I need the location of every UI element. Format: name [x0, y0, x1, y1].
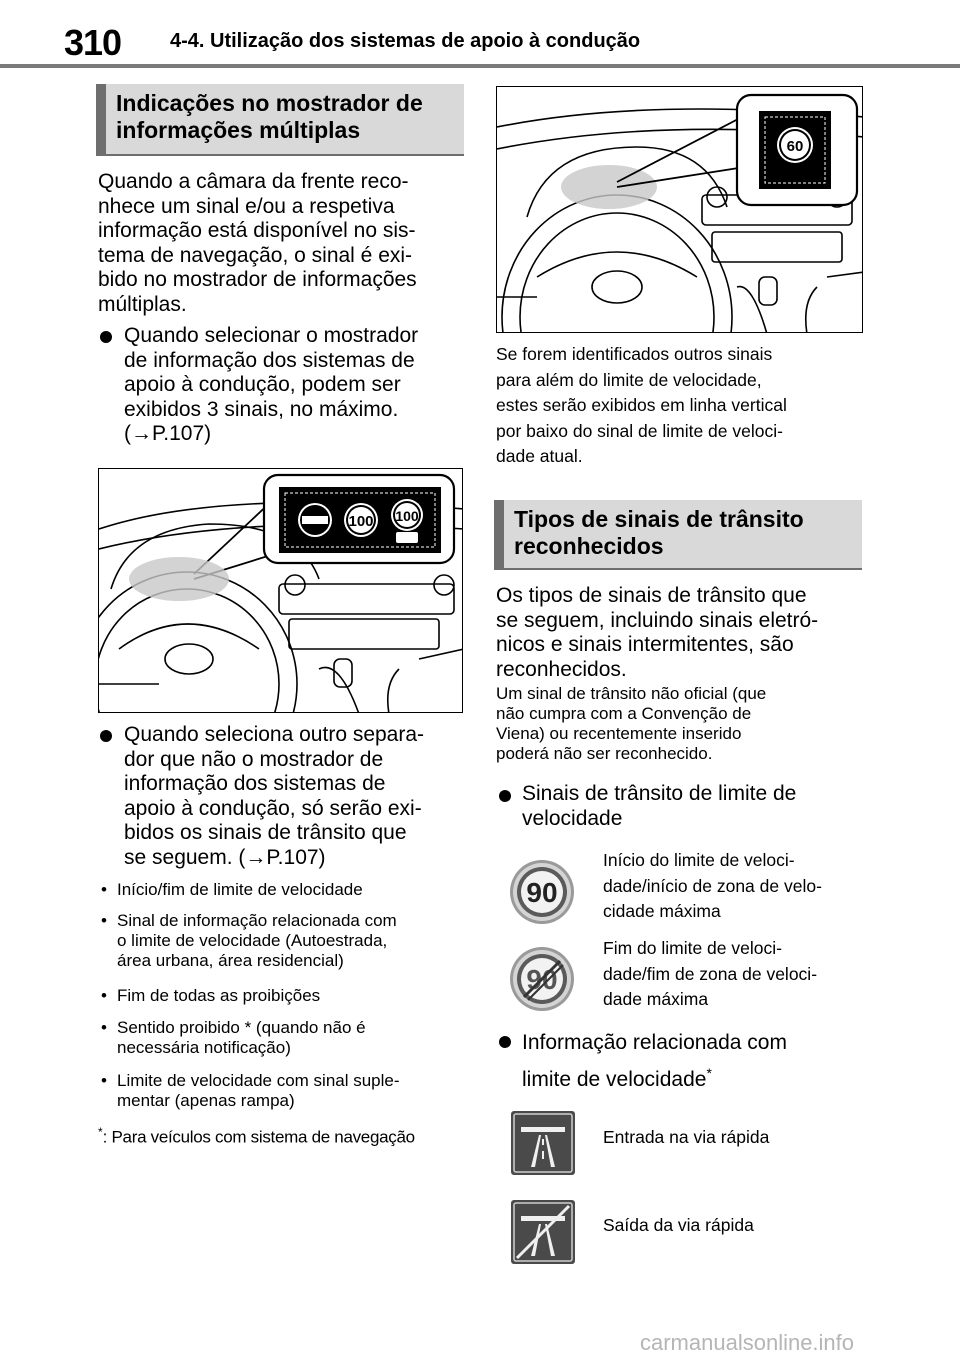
sub-bullet-item: Início/fim de limite de velocidade — [101, 880, 363, 900]
text-line: Fim do limite de veloci- — [603, 938, 782, 958]
text-line: poderá não ser reconhecido. — [496, 744, 713, 763]
sign-label: 100 — [395, 508, 419, 524]
dashboard-figure-single-sign: 60 — [496, 86, 863, 333]
intro-paragraph: Quando a câmara da frente reco- nhece um… — [98, 170, 468, 317]
text-line: dade máxima — [603, 989, 709, 1009]
sub-bullet-item: Sentido proibido * (quando não é necessá… — [101, 1018, 366, 1058]
text-line: Quando selecionar o mostrador — [124, 324, 419, 347]
bullet-paragraph: Informação relacionada com limite de vel… — [522, 1028, 862, 1095]
text-line: nhece um sinal e/ou a respetiva — [98, 194, 395, 218]
bullet-dot — [499, 790, 511, 802]
text-line: para além do limite de velocidade, — [496, 369, 762, 390]
text-line: estes serão exibidos em linha vertical — [496, 395, 787, 415]
text-line: por baixo do sinal de limite de veloci- — [496, 420, 783, 441]
text-line: limite de velocidade* — [522, 1058, 862, 1095]
sub-bullet-item: Limite de velocidade com sinal suple- me… — [101, 1071, 400, 1111]
section-title-line: Indicações no mostrador de — [116, 90, 423, 116]
text-line: múltiplas. — [98, 292, 187, 316]
section-title-box: Tipos de sinais de trânsito reconhecidos — [494, 500, 862, 570]
text-line: Início/fim de limite de velocidade — [117, 880, 363, 899]
bullet-dot — [100, 730, 112, 742]
text-line: Os tipos de sinais de trânsito que — [496, 584, 807, 607]
sign-label: 60 — [787, 138, 804, 155]
bullet-paragraph: Sinais de trânsito de limite de velocida… — [522, 782, 862, 831]
text-line: Se forem identificados outros sinais — [496, 344, 773, 364]
text-line: dade atual. — [496, 446, 583, 466]
text-line: Início do limite de veloci- — [603, 850, 795, 870]
bullet-paragraph: Quando seleciona outro separa- dor que n… — [124, 723, 469, 870]
end-speed-limit-sign-icon: 90 — [508, 945, 576, 1013]
sign-description: Fim do limite de veloci- dade/fim de zon… — [603, 936, 863, 1013]
text-line: tema de navegação, o sinal é exi- — [98, 243, 413, 267]
text-line: apoio à condução, só serão exi- — [124, 796, 422, 820]
bullet-dot — [100, 331, 112, 343]
text-line: mentar (apenas rampa) — [117, 1091, 295, 1110]
footnote: *: Para veículos com sistema de navegaçã… — [98, 1122, 415, 1148]
dashboard-figure-three-signs: 100 100 — [98, 468, 463, 713]
text-line: se seguem. (→P.107) — [124, 845, 326, 869]
motorway-exit-sign-icon — [511, 1200, 575, 1264]
dashboard-illustration: 60 — [497, 93, 862, 332]
text-line: bidos os sinais de trânsito que — [124, 821, 407, 844]
text-line: Sinais de trânsito de limite de — [522, 782, 797, 805]
text-line: área urbana, área residencial) — [117, 951, 344, 970]
motorway-entrance-sign-icon — [511, 1111, 575, 1175]
text-line: de informação dos sistemas de — [124, 348, 415, 372]
text-line: Informação relacionada com — [522, 1031, 787, 1054]
chapter-title: 4-4. Utilização dos sistemas de apoio à … — [170, 30, 641, 52]
text-line: cidade máxima — [603, 901, 721, 921]
text-line: bido no mostrador de informações — [98, 268, 417, 291]
section-title-line: reconhecidos — [514, 533, 664, 559]
text-line: informação está disponível no sis- — [98, 219, 416, 242]
text-line: Sinal de informação relacionada com — [117, 911, 397, 930]
note-paragraph: Um sinal de trânsito não oficial (que nã… — [496, 684, 866, 764]
text-line: velocidade — [522, 806, 623, 830]
text-line: Um sinal de trânsito não oficial (que — [496, 684, 767, 703]
text-line: não cumpra com a Convenção de — [496, 704, 752, 723]
page-number: 310 — [64, 22, 122, 63]
text-line: Limite de velocidade com sinal suple- — [117, 1071, 400, 1090]
sign-description: Saída da via rápida — [603, 1215, 754, 1235]
text-line: informação dos sistemas de — [124, 772, 386, 795]
watermark: carmanualsonline.info — [640, 1330, 855, 1355]
text-line: Viena) ou recentemente inserido — [496, 724, 742, 743]
text-line: nicos e sinais intermitentes, são — [496, 633, 794, 656]
section-title-line: Tipos de sinais de trânsito — [514, 506, 804, 532]
intro-paragraph: Os tipos de sinais de trânsito que se se… — [496, 584, 866, 682]
header-divider — [0, 64, 960, 68]
text-line: dor que não o mostrador de — [124, 747, 384, 771]
text-line: necessária notificação) — [117, 1038, 291, 1057]
text-span: limite de velocidade — [522, 1068, 707, 1091]
sign-description: Entrada na via rápida — [603, 1127, 770, 1147]
sub-bullet-item: Fim de todas as proibições — [101, 986, 321, 1006]
footnote-text: : Para veículos com sistema de navegação — [102, 1127, 415, 1147]
bullet-paragraph: Quando selecionar o mostrador de informa… — [124, 324, 469, 447]
sign-label: 90 — [526, 877, 557, 908]
sign-label: 100 — [348, 513, 373, 530]
speed-limit-sign-icon: 90 — [508, 858, 576, 926]
text-line: Sentido proibido * (quando não é — [117, 1018, 366, 1037]
text-line: Quando seleciona outro separa- — [124, 723, 425, 746]
text-line: se seguem, incluindo sinais eletró- — [496, 608, 819, 632]
text-line: reconhecidos. — [496, 657, 627, 681]
sub-bullet-item: Sinal de informação relacionada com o li… — [101, 911, 397, 971]
sign-description: Início do limite de veloci- dade/início … — [603, 848, 863, 925]
footnote-mark: * — [98, 1125, 103, 1139]
text-line: o limite de velocidade (Autoestrada, — [117, 931, 388, 950]
text-line: apoio à condução, podem ser — [124, 373, 401, 396]
footnote-mark: * — [706, 1065, 712, 1081]
text-line: dade/fim de zona de veloci- — [603, 963, 818, 984]
section-title-line: informações múltiplas — [116, 117, 361, 143]
section-title-box: Indicações no mostrador de informações m… — [96, 84, 464, 156]
text-line: dade/início de zona de velo- — [603, 875, 822, 896]
bullet-dot — [499, 1036, 511, 1048]
figure-caption: Se forem identificados outros sinais par… — [496, 342, 866, 470]
text-line: (→P.107) — [124, 422, 212, 445]
text-line: exibidos 3 sinais, no máximo. — [124, 397, 399, 421]
text-line: Quando a câmara da frente reco- — [98, 170, 409, 193]
text-line: Fim de todas as proibições — [117, 986, 321, 1005]
dashboard-illustration: 100 100 — [99, 473, 462, 712]
